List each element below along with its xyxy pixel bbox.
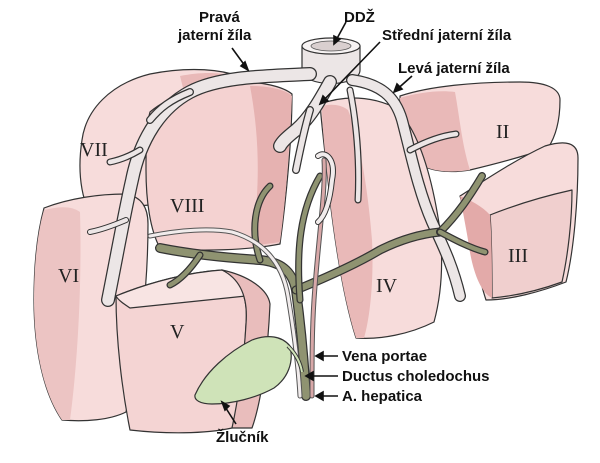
segment-ii-label: II bbox=[496, 121, 509, 143]
segment-iv-label: IV bbox=[376, 275, 398, 297]
label-ductus-choledochus: Ductus choledochus bbox=[342, 368, 490, 385]
label-zlucnik: Žlučník bbox=[216, 428, 269, 446]
segment-labels: II III IV V VI VII VIII bbox=[58, 121, 528, 343]
segment-iii-label: III bbox=[508, 245, 528, 267]
portal-triad bbox=[147, 151, 489, 401]
hepatic-veins bbox=[87, 37, 466, 307]
leader-middle-hepatic-vein bbox=[319, 41, 381, 105]
segment-vi-shade bbox=[34, 207, 81, 420]
label-middle-hepatic-vein: Střední jaterní žíla bbox=[382, 27, 512, 44]
segment-vi-label: VI bbox=[58, 265, 79, 287]
gallbladder-shape bbox=[194, 336, 292, 405]
label-a-hepatica: A. hepatica bbox=[342, 388, 423, 405]
segment-vii-label: VII bbox=[80, 139, 108, 161]
label-right-hepatic-vein-line1: Pravá bbox=[199, 9, 241, 26]
label-ddz: DDŽ bbox=[344, 8, 375, 26]
label-right-hepatic-vein-line2: jaterní žíla bbox=[177, 27, 252, 44]
segment-viii-label: VIII bbox=[170, 195, 204, 217]
label-left-hepatic-vein: Levá jaterní žíla bbox=[398, 60, 510, 77]
structure-labels: Pravá jaterní žíla DDŽ Střední jaterní ž… bbox=[177, 8, 512, 446]
segment-v-label: V bbox=[170, 321, 185, 343]
label-vena-portae: Vena portae bbox=[342, 348, 427, 365]
leader-lines bbox=[220, 21, 413, 425]
